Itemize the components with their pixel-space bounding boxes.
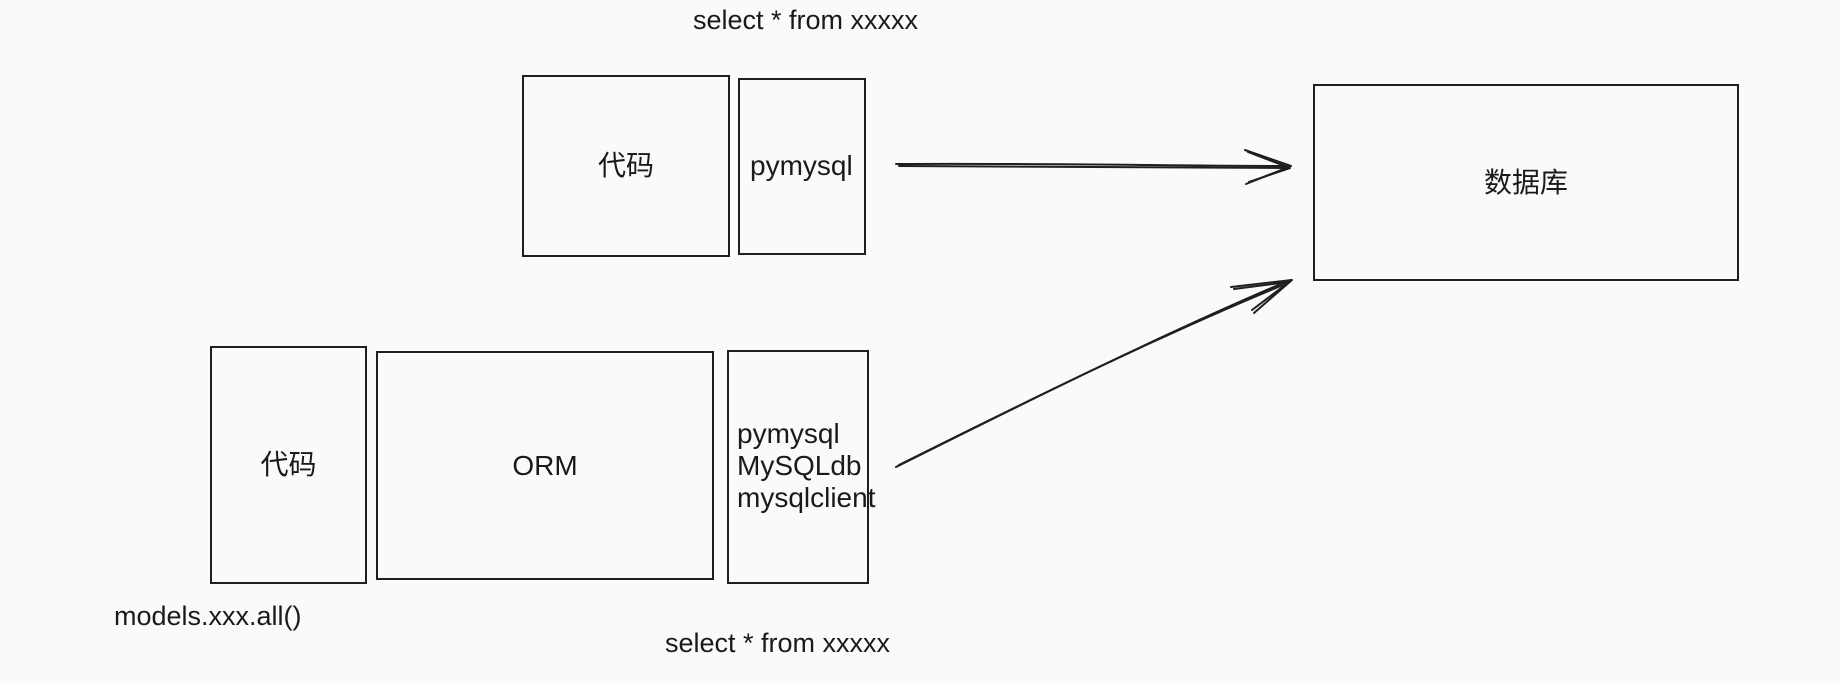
database-box: 数据库 [1313,84,1739,281]
models-call-text: models.xxx.all() [114,601,302,631]
bottom-query-text: select * from xxxxx [665,628,891,658]
database-label: 数据库 [1483,166,1568,198]
bottom-code-box: 代码 [210,346,367,584]
driver-mysqlclient-label: mysqlclient [737,482,876,513]
orm-box: ORM [376,351,714,580]
top-arrow [895,149,1292,185]
top-query-text: select * from xxxxx [693,5,919,35]
top-driver-label: pymysql [750,150,853,181]
bottom-arrow [895,279,1293,468]
orm-label: ORM [512,449,578,481]
top-code-box: 代码 [522,75,730,257]
top-code-label: 代码 [597,149,654,181]
driver-mysqldb-label: MySQLdb [737,450,862,481]
driver-pymysql-label: pymysql [737,418,840,449]
bottom-drivers-box: pymysql MySQLdb mysqlclient [727,350,875,584]
top-driver-box: pymysql [738,78,866,255]
bottom-code-label: 代码 [260,448,317,480]
